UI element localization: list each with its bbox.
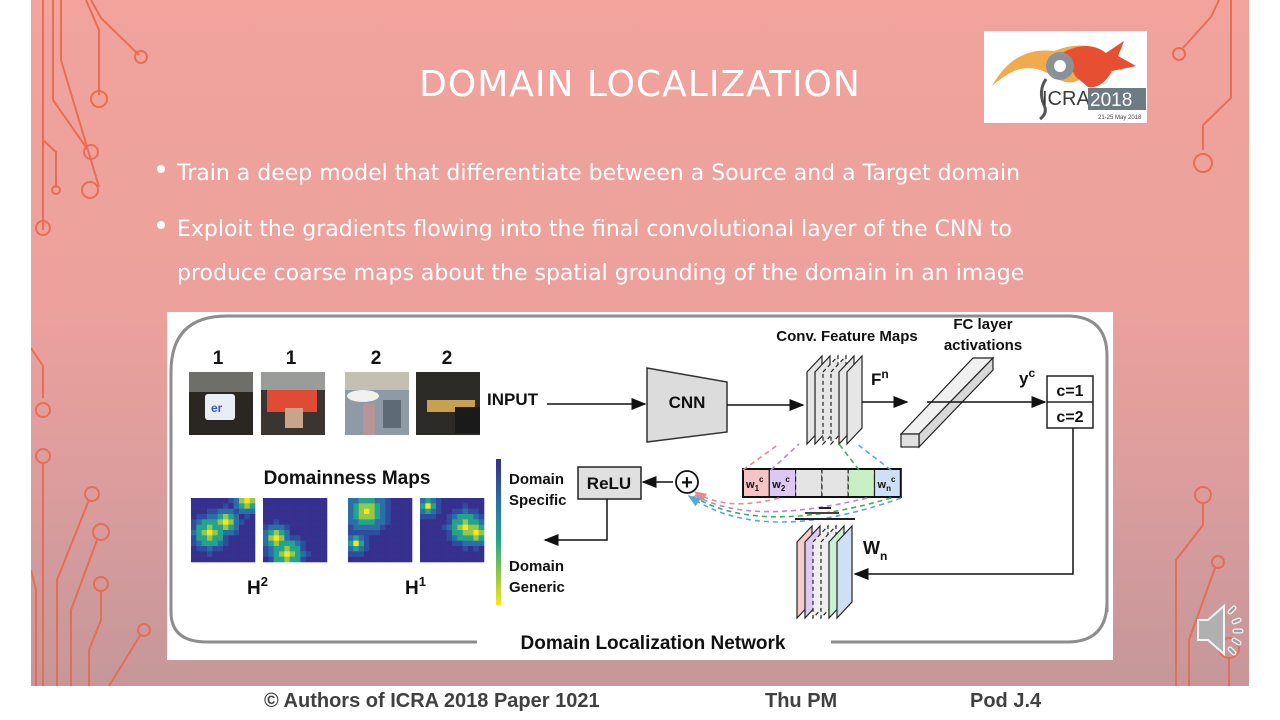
weight-label: wnc bbox=[877, 475, 896, 493]
input-label: 1 bbox=[213, 348, 224, 369]
slide-title: DOMAIN LOCALIZATION bbox=[419, 64, 861, 105]
footer-pod: Pod J.4 bbox=[970, 690, 1042, 712]
input-text: INPUT bbox=[487, 390, 539, 409]
logo-dates-text: 21-25 May 2018 bbox=[1098, 115, 1142, 121]
svg-text:er: er bbox=[211, 401, 223, 415]
slide: DOMAIN LOCALIZATION ICRA 2018 21-25 May … bbox=[31, 0, 1249, 686]
weight-cell bbox=[794, 468, 823, 498]
architecture-figure: 1 1 2 2 er bbox=[167, 312, 1113, 660]
gradient-paths bbox=[687, 443, 902, 523]
plus-symbol: + bbox=[681, 472, 693, 494]
class-box: c=1 c=2 bbox=[1046, 375, 1094, 429]
weight-cell bbox=[847, 468, 876, 498]
bullet-dot-icon bbox=[157, 165, 165, 173]
colorbar-generic-line2: Generic bbox=[509, 579, 565, 596]
figure-frame bbox=[227, 314, 1109, 612]
input-image bbox=[416, 372, 480, 435]
class-label: c=1 bbox=[1056, 383, 1083, 400]
bullet-text: Exploit the gradients flowing into the f… bbox=[177, 217, 1012, 242]
input-label: 2 bbox=[442, 348, 453, 369]
footer-copyright: © Authors of ICRA 2018 Paper 1021 bbox=[264, 690, 600, 712]
weight-label: w1c bbox=[745, 475, 764, 493]
logo-icra-text: ICRA bbox=[1042, 88, 1090, 110]
input-image bbox=[261, 372, 325, 435]
bullet-text: Train a deep model that differentiate be… bbox=[177, 161, 1021, 186]
input-image: er bbox=[189, 372, 253, 435]
bullet-item: Exploit the gradients flowing into the f… bbox=[151, 208, 1024, 296]
input-label: 1 bbox=[286, 348, 297, 369]
relu-label: ReLU bbox=[587, 474, 631, 493]
domainness-heatmap bbox=[191, 498, 256, 563]
colorbar bbox=[496, 459, 501, 605]
fc-layer-label: FC layer bbox=[953, 316, 1012, 333]
weight-vector: w1c w2c wnc bbox=[742, 468, 902, 498]
fn-label: Fn bbox=[871, 367, 889, 389]
colorbar-specific-line2: Specific bbox=[509, 492, 567, 509]
wn-label: Wn bbox=[863, 538, 887, 563]
speaker-icon[interactable] bbox=[1194, 600, 1249, 660]
circuit-decoration bbox=[31, 0, 1240, 686]
input-image bbox=[345, 372, 409, 435]
network-label: Domain Localization Network bbox=[521, 633, 786, 654]
icra-2018-logo: ICRA 2018 21-25 May 2018 bbox=[984, 31, 1147, 123]
class-label: c=2 bbox=[1056, 409, 1083, 426]
cnn-label: CNN bbox=[669, 393, 706, 412]
wn-maps bbox=[796, 524, 853, 620]
relu-block bbox=[577, 466, 642, 500]
sum-node-icon bbox=[675, 470, 699, 494]
colorbar-generic-line1: Domain bbox=[509, 558, 564, 575]
domainness-heatmap bbox=[348, 498, 413, 563]
colorbar-specific-line1: Domain bbox=[509, 471, 564, 488]
bullet-dot-icon bbox=[157, 221, 165, 229]
bullet-item: Train a deep model that differentiate be… bbox=[151, 152, 1024, 196]
footer-session: Thu PM bbox=[765, 690, 838, 712]
weight-label: w2c bbox=[771, 475, 790, 493]
yc-label: yc bbox=[1019, 366, 1035, 388]
cnn-block bbox=[646, 367, 728, 443]
h1-label: H1 bbox=[405, 574, 426, 599]
domainness-heatmap bbox=[263, 498, 328, 563]
domainness-maps-title: Domainness Maps bbox=[264, 468, 431, 489]
input-label: 2 bbox=[371, 348, 382, 369]
bullet-text-continued: produce coarse maps about the spatial gr… bbox=[177, 261, 1025, 286]
conv-feature-maps bbox=[806, 354, 863, 446]
weight-cell bbox=[821, 468, 849, 498]
fc-activations-label: activations bbox=[944, 337, 1022, 354]
domainness-heatmap bbox=[420, 498, 485, 563]
h2-label: H2 bbox=[247, 574, 268, 599]
conv-feature-maps-label: Conv. Feature Maps bbox=[776, 328, 917, 345]
bullet-list: Train a deep model that differentiate be… bbox=[151, 152, 1024, 296]
logo-year-text: 2018 bbox=[1090, 90, 1132, 111]
